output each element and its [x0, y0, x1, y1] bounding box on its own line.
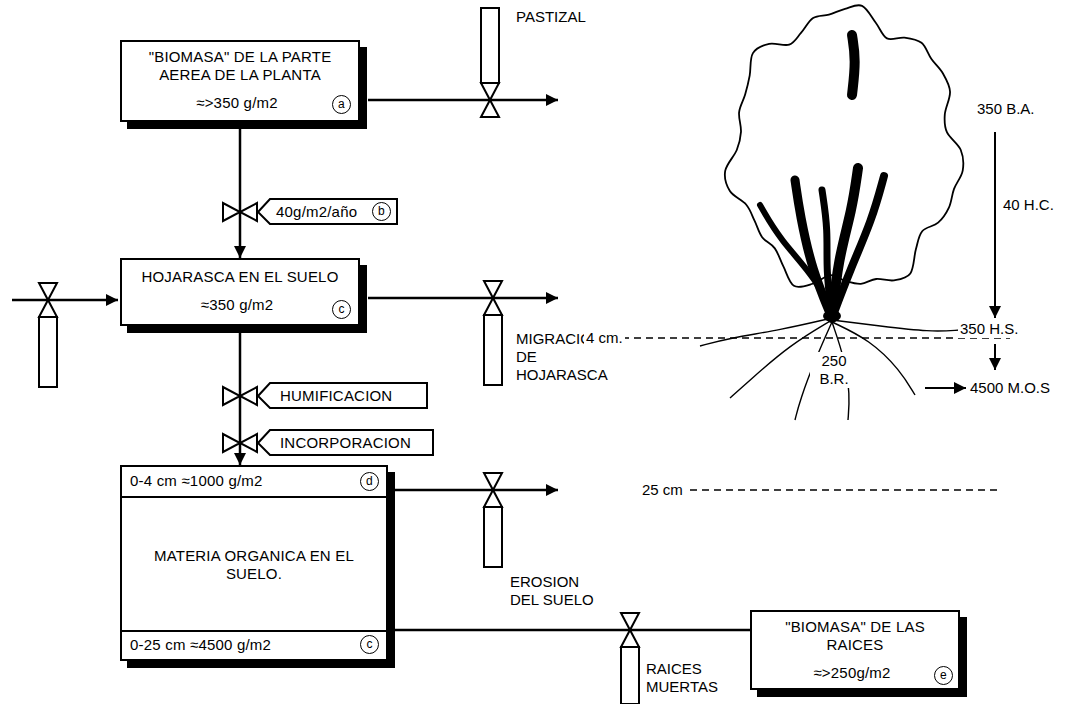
depth-line	[690, 489, 1000, 491]
stock-label: 250 B.R.	[810, 352, 858, 388]
flow-connector	[388, 629, 750, 632]
stock-box: "BIOMASA" DE LA PARTE AEREA DE LA PLANTA…	[120, 40, 360, 122]
depth-line	[622, 337, 1010, 339]
callout-letter: d	[360, 472, 379, 491]
flow-arrow	[925, 387, 966, 389]
callout-letter: c	[332, 300, 351, 319]
node-text: "BIOMASA" DE LAS RAICES	[777, 618, 933, 654]
branch	[832, 176, 884, 318]
flow-arrow	[994, 344, 996, 370]
node-text: 0-4 cm ≈1000 g/m2	[130, 472, 263, 490]
node-text: 0-25 cm ≈4500 g/m2	[130, 636, 271, 654]
callout-letter: b	[372, 202, 391, 221]
node-text: ≈>350 g/m2	[162, 94, 312, 112]
branch	[832, 168, 858, 318]
branch	[822, 190, 832, 318]
depth-label: 4 cm.	[584, 329, 625, 347]
node-text: "BIOMASA" DE LA PARTE AEREA DE LA PLANTA	[128, 48, 352, 84]
callout-letter: a	[332, 95, 351, 114]
valve-symbol	[484, 473, 502, 567]
flow-line	[368, 99, 558, 102]
valve-symbol	[39, 283, 57, 387]
flow-line	[368, 297, 558, 300]
process-tag: HUMIFICACION	[258, 383, 428, 409]
depth-label: 25 cm	[640, 481, 685, 499]
outflow-label: EROSION DEL SUELO	[510, 573, 602, 609]
node-text: HUMIFICACION	[280, 387, 392, 405]
flow-label: 40 H.C.	[1003, 196, 1054, 214]
node-text: MATERIA ORGANICA EN EL SUELO.	[152, 547, 356, 583]
stock-label: 4500 M.O.S	[970, 379, 1050, 397]
flow-line	[12, 299, 118, 302]
callout-letter: e	[934, 666, 953, 685]
node-text: ≈350 g/m2	[162, 296, 312, 314]
stock-box: "BIOMASA" DE LAS RAICES ≈>250g/m2 e	[750, 610, 960, 690]
flow-line	[393, 489, 558, 492]
stock-label: 350 H.S.	[958, 320, 1020, 338]
valve-symbol	[481, 8, 499, 117]
node-text: ≈>250g/m2	[782, 664, 922, 682]
process-tag: INCORPORACION	[258, 430, 434, 456]
node-text: HOJARASCA EN EL SUELO	[128, 268, 352, 286]
node-text: 40g/m2/año	[276, 203, 357, 221]
valve-symbol	[223, 434, 257, 452]
valve-symbol	[223, 387, 257, 405]
valve-symbol	[223, 203, 257, 221]
branch	[795, 180, 832, 318]
valve-symbol	[621, 613, 639, 704]
flow-connector	[239, 122, 242, 258]
flow-rate-tag: 40g/m2/año b	[258, 199, 398, 225]
branch	[760, 205, 832, 318]
flow-label: RAICES MUERTAS	[646, 660, 736, 696]
stock-label: 350 B.A.	[975, 100, 1037, 118]
stock-box: 0-4 cm ≈1000 g/m2 dMATERIA ORGANICA EN EL…	[120, 465, 388, 661]
branch	[852, 35, 855, 95]
root-collar	[823, 310, 841, 322]
root	[832, 320, 960, 331]
valve-symbol	[484, 281, 502, 385]
flow-arrow	[994, 132, 996, 318]
outflow-label: PASTIZAL	[516, 8, 586, 26]
stock-box: HOJARASCA EN EL SUELO ≈350 g/m2 c	[120, 258, 360, 326]
shrub-illustration	[700, 5, 963, 420]
node-text: INCORPORACION	[280, 434, 411, 452]
callout-letter: c	[360, 635, 379, 654]
